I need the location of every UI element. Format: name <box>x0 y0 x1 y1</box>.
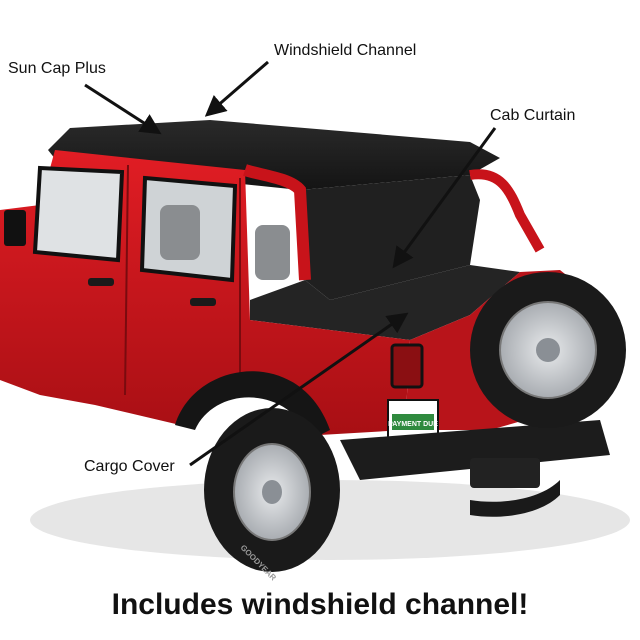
plate-text: PAYMENT DUE <box>388 421 438 428</box>
rear-tire <box>470 480 560 517</box>
seat <box>255 225 290 280</box>
label-sun-cap-plus: Sun Cap Plus <box>8 60 106 77</box>
rear-bumper <box>340 420 610 480</box>
roll-bar-rear <box>469 169 545 253</box>
plate-badge <box>392 414 434 430</box>
arrow-windshield <box>204 60 269 117</box>
label-cargo-cover: Cargo Cover <box>84 458 175 475</box>
caption: Includes windshield channel! <box>111 588 529 621</box>
roll-bar <box>243 164 311 281</box>
front-window <box>32 165 125 263</box>
arrow-sun-cap <box>84 83 162 135</box>
cab-curtain <box>300 175 480 300</box>
door-handle <box>88 278 114 286</box>
label-cab-curtain: Cab Curtain <box>490 107 576 124</box>
label-windshield-channel: Windshield Channel <box>274 42 417 59</box>
tow-hitch <box>470 458 540 488</box>
front-tire: GOODYEAR <box>204 408 340 583</box>
arrow-cab-curtain <box>392 127 497 269</box>
cargo-cover <box>250 265 520 340</box>
door-seam <box>124 164 129 396</box>
tail-light <box>390 343 424 389</box>
spare-tire <box>470 272 626 428</box>
seat <box>160 205 200 260</box>
arrow-cargo-cover <box>189 312 409 467</box>
side-mirror <box>4 210 26 246</box>
door-handle <box>190 298 216 306</box>
fender-flare <box>175 371 330 440</box>
